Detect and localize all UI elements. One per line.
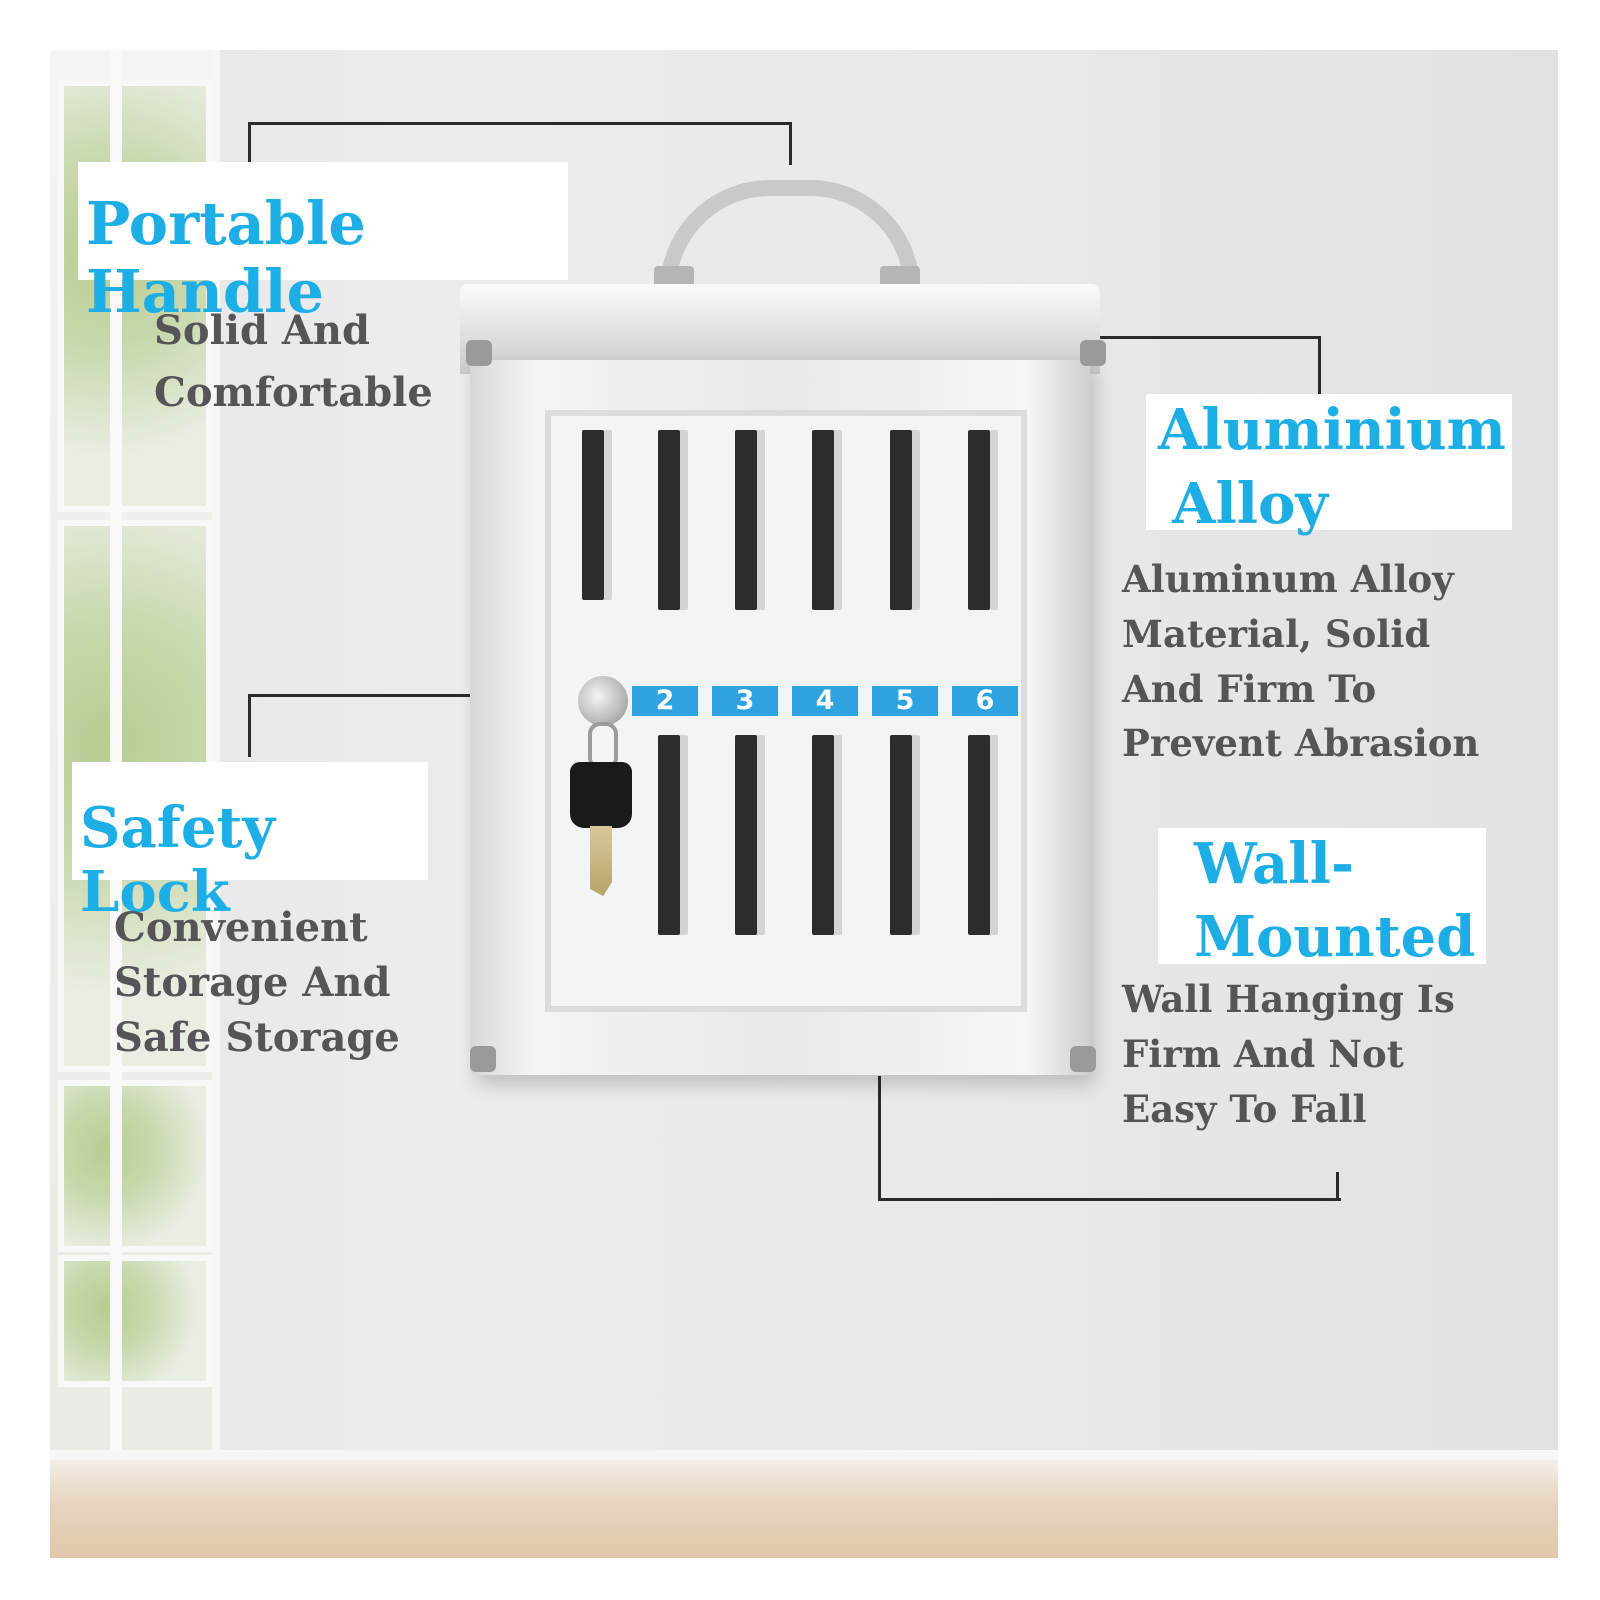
feature-desc-line: Firm And Not (1122, 1031, 1404, 1076)
cabinet-top (460, 284, 1100, 374)
feature-title-wall-mounted: Wall- Mounted (1158, 828, 1486, 970)
feature-desc-portable-handle: Solid And Comfortable (154, 300, 433, 424)
key-icon (570, 762, 632, 828)
corner-cap (466, 340, 492, 366)
phone-slot (735, 735, 757, 935)
alloy-leader-line (1100, 336, 1321, 399)
phone-slot (582, 430, 604, 600)
phone-slot (812, 430, 834, 610)
corner-cap (1080, 340, 1106, 366)
phone-slot (735, 430, 757, 610)
wall-leader-line (878, 1076, 1341, 1201)
feature-desc-line: And Firm To (1122, 666, 1377, 711)
feature-desc-line: Convenient (114, 904, 368, 951)
feature-desc-aluminium-alloy: Aluminum Alloy Material, Solid And Firm … (1122, 552, 1479, 771)
feature-title-line: Mounted (1194, 903, 1476, 970)
feature-title-line: Portable Handle (86, 189, 366, 326)
window-pane (58, 1080, 212, 1252)
phone-slot (968, 735, 990, 935)
corner-cap (1070, 1046, 1096, 1072)
slot-number-tag: 2 (632, 686, 698, 716)
feature-desc-line: Material, Solid (1122, 611, 1431, 656)
slot-number-tag: 4 (792, 686, 858, 716)
feature-desc-line: Aluminum Alloy (1122, 557, 1454, 601)
feature-desc-line: Comfortable (154, 369, 433, 416)
feature-desc-line: Safe Storage (114, 1014, 400, 1062)
feature-desc-safety-lock: Convenient Storage And Safe Storage (114, 900, 400, 1066)
slot-number-tag: 6 (952, 686, 1018, 716)
handle-leader-line (248, 122, 792, 165)
corner-cap (470, 1046, 496, 1072)
lock-cylinder (578, 676, 628, 726)
feature-title-portable-handle: Portable Handle (78, 162, 568, 325)
phone-slot (890, 735, 912, 935)
phone-slot (968, 430, 990, 610)
window-pane (58, 80, 212, 512)
slot-number-tag: 5 (872, 686, 938, 716)
feature-title-line: Safety Lock (80, 795, 275, 926)
window-pane (58, 1255, 212, 1387)
feature-title-aluminium-alloy: Aluminium Alloy (1146, 394, 1512, 537)
feature-desc-wall-mounted: Wall Hanging Is Firm And Not Easy To Fal… (1122, 972, 1455, 1136)
feature-title-line: Aluminium (1158, 397, 1506, 463)
feature-desc-line: Easy To Fall (1122, 1086, 1367, 1131)
feature-desc-line: Solid And (154, 307, 370, 354)
feature-desc-line: Wall Hanging Is (1122, 977, 1455, 1021)
phone-slot (658, 735, 680, 935)
wall-leader-line-end (1336, 1172, 1339, 1200)
feature-desc-line: Storage And (114, 959, 391, 1007)
feature-title-line: Wall- (1194, 831, 1355, 897)
window-mullion (110, 50, 122, 1458)
feature-title-line: Alloy (1172, 470, 1328, 537)
wooden-floor (50, 1450, 1558, 1558)
phone-slot (890, 430, 912, 610)
phone-slot (812, 735, 834, 935)
feature-title-safety-lock: Safety Lock (72, 762, 428, 925)
key-blade (590, 826, 612, 896)
phone-slot (658, 430, 680, 610)
slot-number-tag: 3 (712, 686, 778, 716)
lock-leader-line (248, 694, 551, 757)
feature-desc-line: Prevent Abrasion (1122, 721, 1480, 766)
